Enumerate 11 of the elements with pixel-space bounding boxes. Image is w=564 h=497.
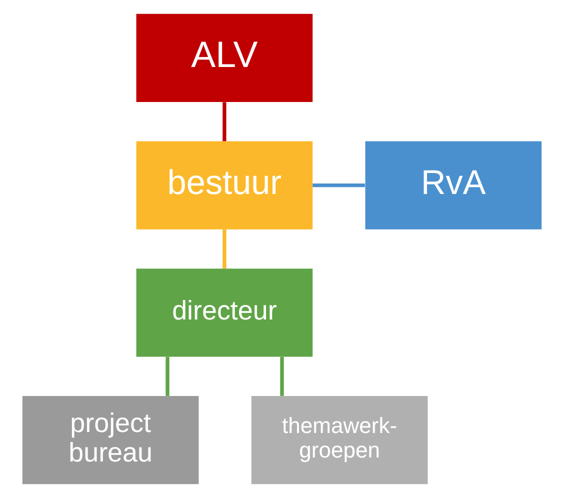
- connector: [222, 229, 226, 268]
- node-box: directeur: [136, 268, 313, 356]
- node-box: RvA: [365, 140, 542, 229]
- node-box: project bureau: [22, 395, 199, 484]
- connector: [280, 356, 284, 396]
- node-box: themawerk-groepen: [251, 395, 428, 484]
- connector: [166, 356, 170, 396]
- node-box: ALV: [136, 13, 313, 102]
- connector: [222, 102, 226, 141]
- node-box: bestuur: [136, 140, 313, 229]
- connector: [312, 182, 365, 187]
